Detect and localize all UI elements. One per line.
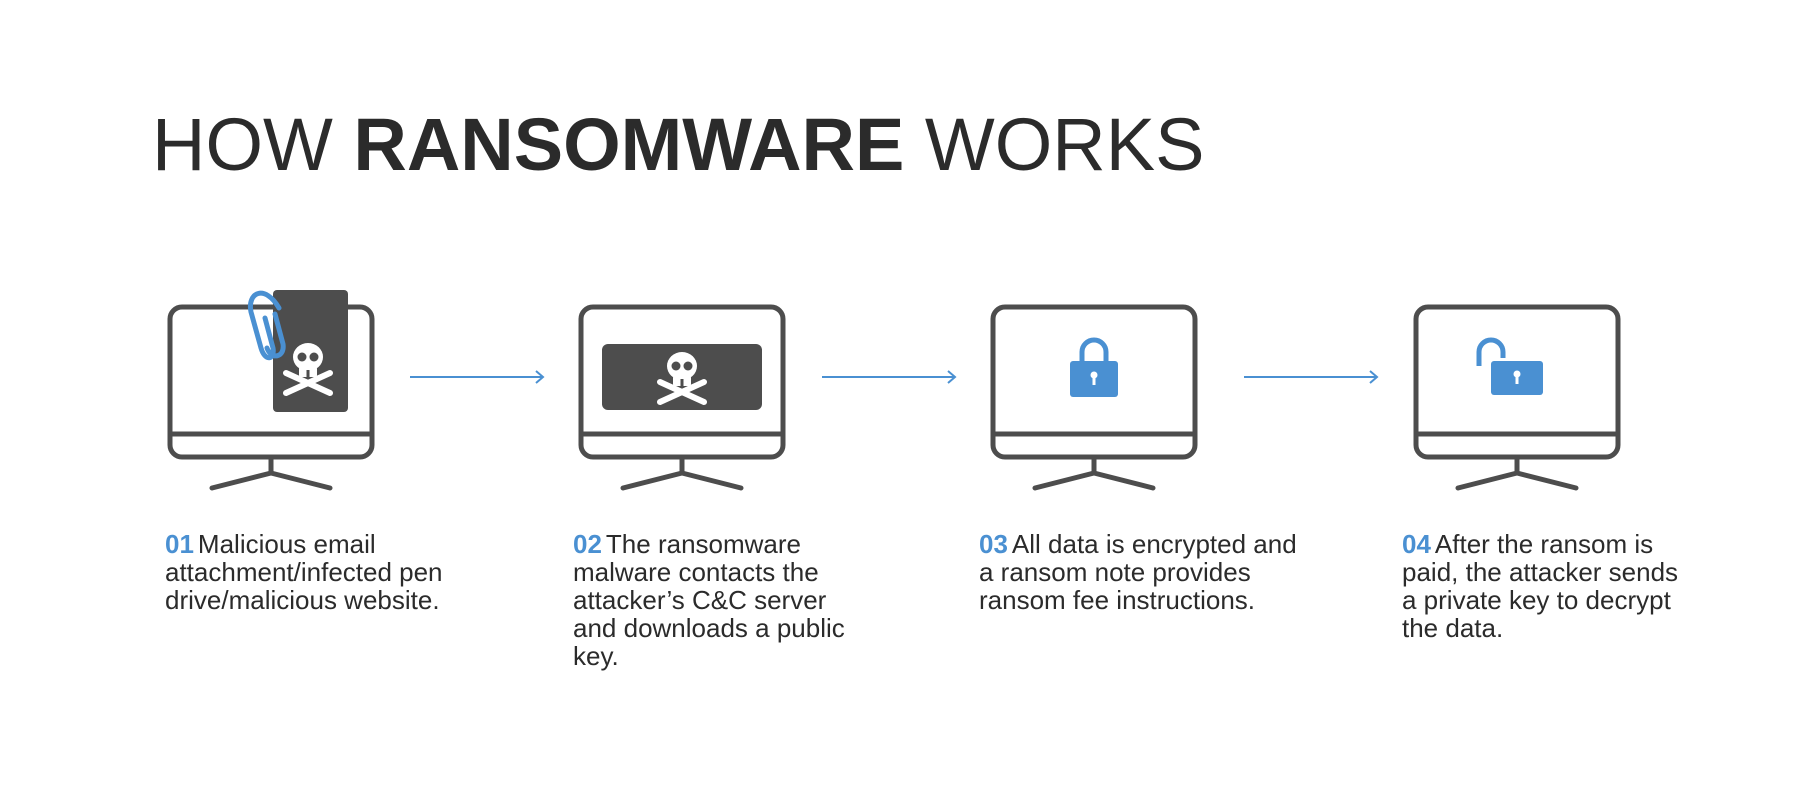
step-text: The ransomware malware contacts the atta…: [573, 529, 845, 671]
title-emphasis: RANSOMWARE: [353, 103, 905, 186]
unlock-icon: [1476, 337, 1543, 395]
monitor-icon: [167, 290, 375, 491]
arrow-right-icon: [410, 370, 545, 384]
title-prefix: HOW: [152, 103, 333, 186]
step-number: 04: [1402, 529, 1431, 559]
lock-icon: [1070, 337, 1118, 397]
step-text: Malicious email attachment/infected pen …: [165, 529, 443, 615]
step-4-illustration: [1413, 288, 1623, 498]
step-3-illustration: [990, 288, 1200, 498]
step-number: 02: [573, 529, 602, 559]
step-2-illustration: [578, 288, 788, 498]
monitor-icon: [1413, 304, 1621, 491]
title-suffix: WORKS: [924, 103, 1205, 186]
step-1-illustration: [167, 288, 377, 498]
paperclip-icon: [247, 290, 286, 361]
skull-crossbones-icon: [657, 352, 707, 405]
step-number: 03: [979, 529, 1008, 559]
step-text: All data is encrypted and a ransom note …: [979, 529, 1297, 615]
step-text: After the ransom is paid, the attacker s…: [1402, 529, 1679, 643]
monitor-icon: [990, 304, 1198, 491]
arrow-right-icon: [1244, 370, 1379, 384]
arrow-right-icon: [822, 370, 957, 384]
skull-crossbones-icon: [283, 343, 333, 396]
step-number: 01: [165, 529, 194, 559]
monitor-icon: [578, 304, 786, 491]
page-title: HOW RANSOMWARE WORKS: [152, 100, 1204, 190]
